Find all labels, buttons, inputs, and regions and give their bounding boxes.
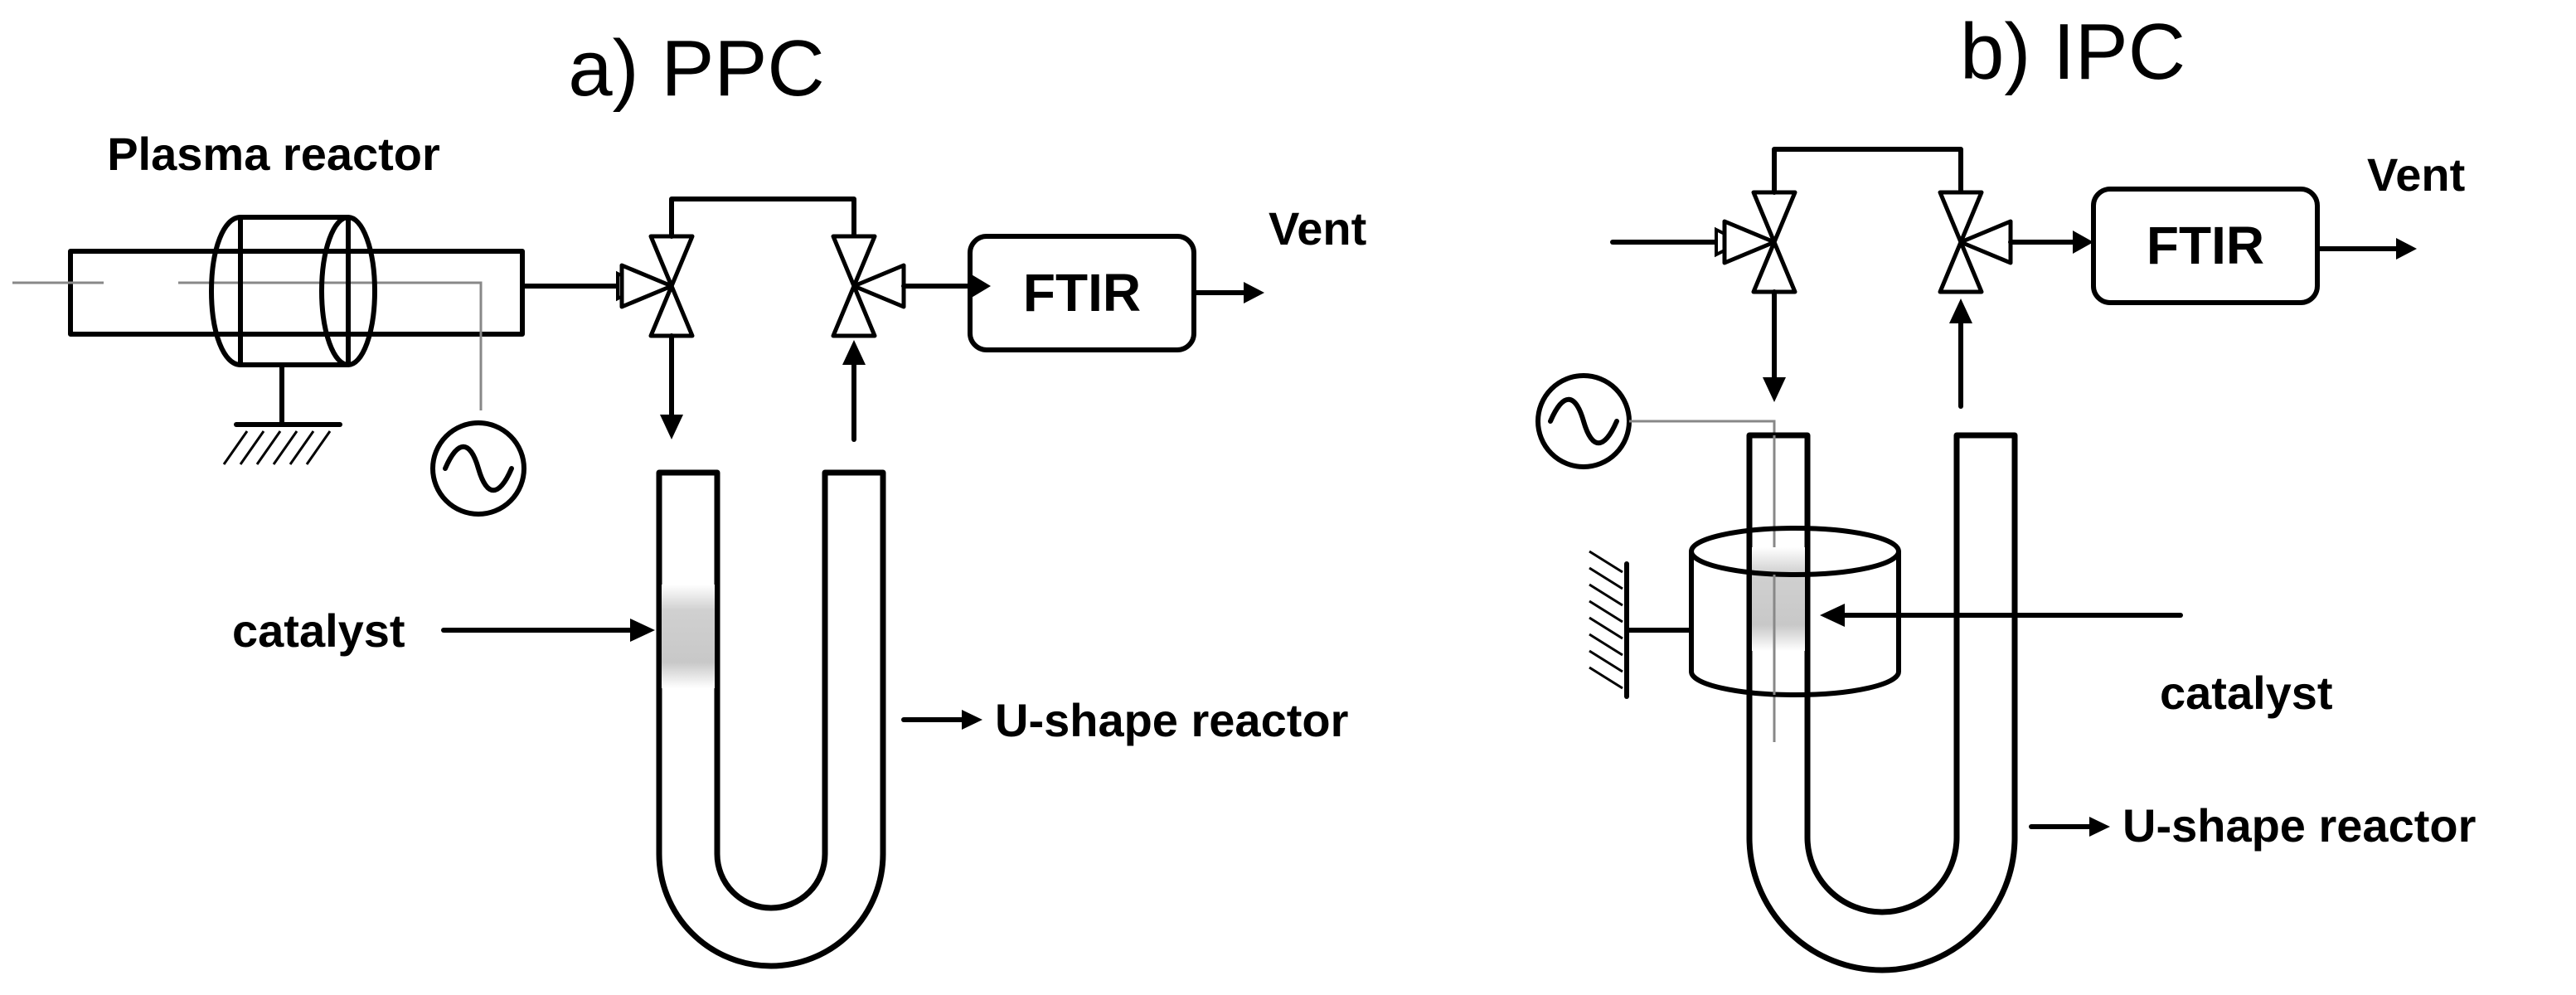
vent-label-a: Vent — [1269, 202, 1366, 255]
panel-b-title: b) IPC — [1960, 7, 2185, 96]
catalyst-bed-b — [1752, 547, 1805, 651]
valve-1-b — [1722, 190, 1797, 294]
ac-source-a — [430, 420, 526, 517]
panel-a-ppc: a) PPC Plasma reactor — [12, 24, 1366, 969]
panel-b-ipc: b) IPC FTIR Vent — [1535, 7, 2476, 973]
valve-2-a — [831, 234, 906, 338]
cylinder-electrode-b — [1689, 526, 1901, 697]
ftir-box-a: FTIR — [968, 234, 1196, 352]
plasma-reactor-label: Plasma reactor — [107, 128, 440, 180]
plasma-reactor — [12, 215, 525, 465]
u-shape-reactor-b — [1746, 432, 2018, 973]
catalyst-bed-a — [662, 585, 715, 688]
panel-a-title: a) PPC — [568, 24, 824, 113]
u-reactor-label-b: U-shape reactor — [2122, 799, 2476, 852]
ftir-label-b: FTIR — [2147, 216, 2264, 275]
bypass-line-a — [669, 197, 856, 239]
u-reactor-label-a: U-shape reactor — [995, 694, 1348, 746]
valve-2-b — [1938, 190, 2013, 294]
ftir-box-b: FTIR — [2091, 187, 2320, 305]
catalyst-label-b: catalyst — [2160, 667, 2333, 719]
catalyst-label-a: catalyst — [232, 604, 405, 657]
ftir-label-a: FTIR — [1023, 263, 1141, 323]
ac-source-b — [1535, 373, 1632, 469]
bypass-line-b — [1772, 147, 1963, 195]
valve-1-a — [619, 234, 695, 338]
vent-label-b: Vent — [2367, 148, 2465, 201]
u-shape-reactor-a — [656, 469, 886, 969]
